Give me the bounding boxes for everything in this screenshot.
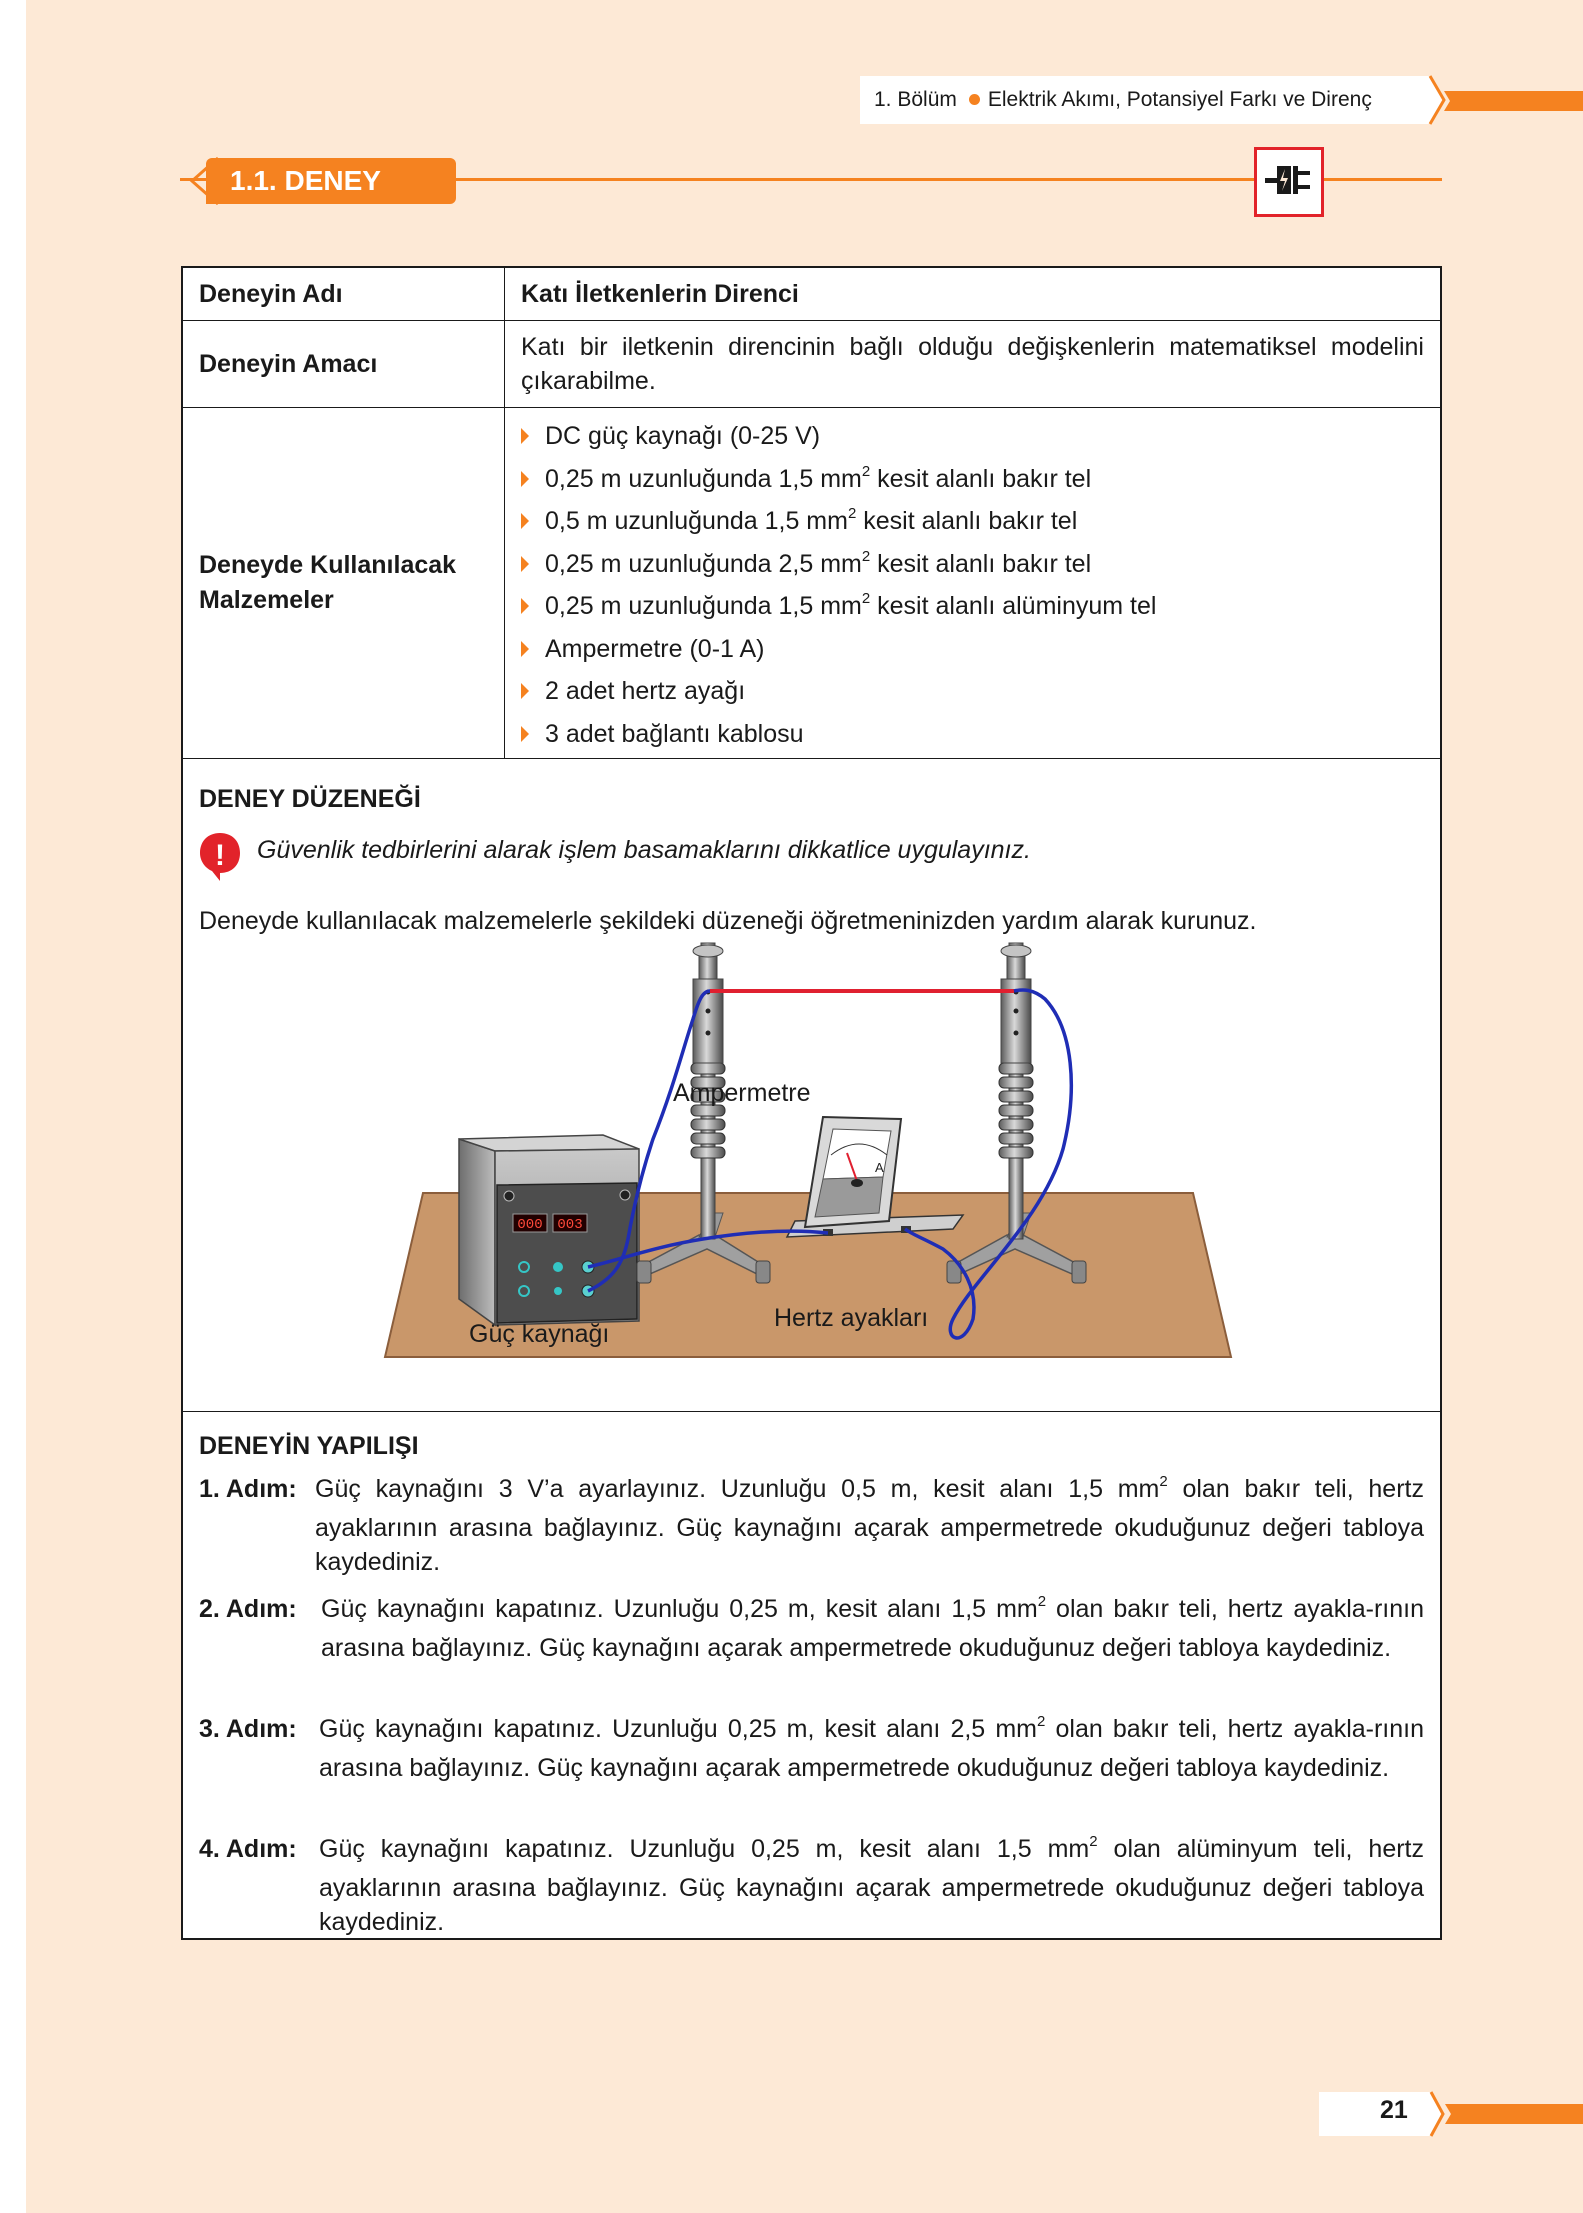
page-number: 21 — [1380, 2096, 1408, 2124]
material-item: 3 adet bağlantı kablosu — [521, 715, 1424, 758]
bullet-icon — [521, 470, 529, 487]
procedure-step: 2. Adım: Güç kaynağını kapatınız. Uzunluğ… — [199, 1592, 1424, 1665]
material-item: Ampermetre (0-1 A) — [521, 630, 1424, 673]
warning-icon: ! — [200, 833, 240, 881]
experiment-icon-box — [1254, 147, 1324, 217]
experiment-badge: 1.1. DENEY — [206, 158, 456, 204]
materials-label-line2: Malzemeler — [199, 586, 334, 614]
chapter-header: 1. Bölüm Elektrik Akımı, Potansiyel Farkı… — [874, 88, 1372, 112]
display-left: 000 — [517, 1217, 542, 1233]
material-item: 2 adet hertz ayağı — [521, 672, 1424, 715]
power-supply: 000 003 — [458, 1134, 640, 1327]
hertz-stand-right — [946, 942, 1087, 1284]
bullet-icon — [521, 428, 529, 444]
material-text: 3 adet bağlantı kablosu — [545, 719, 804, 748]
step-label: 4. Adım: — [199, 1835, 297, 1863]
setup-diagram: 000 003 — [383, 942, 1233, 1358]
chapter-label: 1. Bölüm — [874, 88, 957, 111]
ammeter: A — [785, 1115, 965, 1238]
materials-label-line1: Deneyde Kullanılacak — [199, 551, 457, 579]
title-rule — [180, 178, 1442, 181]
header-dot-icon — [968, 93, 980, 105]
materials-list: DC güç kaynağı (0-25 V) 0,25 m uzunluğund… — [521, 417, 1424, 757]
stands-label: Hertz ayakları — [774, 1304, 928, 1332]
procedure-section: DENEYİN YAPILIŞI 1. Adım: Güç kaynağını 3… — [183, 1412, 1440, 1938]
material-text: 0,25 m uzunluğunda 1,5 mm2 kesit alanlı … — [545, 462, 1092, 493]
step-label: 3. Adım: — [199, 1715, 297, 1743]
procedure-step: 4. Adım: Güç kaynağını kapatınız. Uzunluğ… — [199, 1832, 1424, 1940]
material-text: Ampermetre (0-1 A) — [545, 634, 765, 663]
materials-list-cell: DC güç kaynağı (0-25 V) 0,25 m uzunluğund… — [505, 408, 1440, 758]
step-text: Güç kaynağını 3 V’a ayarlayınız. Uzunluğ… — [315, 1473, 1424, 1576]
chapter-topic: Elektrik Akımı, Potansiyel Farkı ve Dire… — [987, 88, 1372, 111]
connection-wires — [587, 988, 1074, 1340]
name-label: Deneyin Adı — [183, 268, 505, 320]
bullet-icon — [521, 683, 529, 699]
step-text: Güç kaynağını kapatınız. Uzunluğu 0,25 m… — [319, 1833, 1424, 1936]
ammeter-label: Ampermetre — [673, 1079, 811, 1107]
bullet-icon — [521, 513, 529, 529]
name-value: Katı İletkenlerin Direnci — [521, 279, 799, 308]
procedure-title: DENEYİN YAPILIŞI — [199, 1432, 419, 1460]
bullet-icon — [521, 555, 529, 572]
material-item: 0,25 m uzunluğunda 2,5 mm2 kesit alanlı … — [521, 545, 1424, 588]
procedure-step: 3. Adım: Güç kaynağını kapatınız. Uzunluğ… — [199, 1712, 1424, 1785]
material-text: 0,25 m uzunluğunda 2,5 mm2 kesit alanlı … — [545, 547, 1092, 578]
procedure-step: 1. Adım: Güç kaynağını 3 V’a ayarlayınız.… — [199, 1472, 1424, 1580]
row-name: Deneyin Adı Katı İletkenlerin Direnci — [183, 268, 1440, 321]
header-tab-shape — [860, 75, 1583, 125]
page-number-tab-shape — [1319, 2091, 1583, 2137]
setup-section: DENEY DÜZENEĞİ ! Güvenlik tedbirlerini a… — [183, 759, 1440, 1412]
display-right: 003 — [557, 1217, 582, 1233]
material-text: DC güç kaynağı (0-25 V) — [545, 422, 821, 450]
experiment-table: Deneyin Adı Katı İletkenlerin Direnci De… — [181, 266, 1442, 1940]
bullet-icon — [521, 640, 529, 657]
row-aim: Deneyin Amacı Katı bir iletkenin direnci… — [183, 321, 1440, 408]
step-label: 1. Adım: — [199, 1475, 297, 1503]
warning-text: Güvenlik tedbirlerini alarak işlem basam… — [257, 836, 1031, 864]
aim-label: Deneyin Amacı — [183, 321, 505, 407]
material-item: 0,25 m uzunluğunda 1,5 mm2 kesit alanlı … — [521, 587, 1424, 630]
ammeter-letter: A — [875, 1160, 884, 1175]
material-text: 2 adet hertz ayağı — [545, 677, 746, 705]
step-label: 2. Adım: — [199, 1595, 297, 1623]
material-item: 0,25 m uzunluğunda 1,5 mm2 kesit alanlı … — [521, 460, 1424, 503]
setup-instruction: Deneyde kullanılacak malzemelerle şekild… — [199, 907, 1257, 935]
warning-mark: ! — [215, 839, 225, 872]
material-text: 0,25 m uzunluğunda 1,5 mm2 kesit alanlı … — [545, 590, 1157, 620]
setup-title: DENEY DÜZENEĞİ — [199, 785, 421, 813]
aim-value: Katı bir iletkenin direncinin bağlı oldu… — [521, 333, 1424, 395]
material-item: 0,5 m uzunluğunda 1,5 mm2 kesit alanlı b… — [521, 502, 1424, 545]
step-text: Güç kaynağını kapatınız. Uzunluğu 0,25 m… — [319, 1713, 1425, 1782]
bullet-icon — [521, 725, 529, 742]
plug-icon — [1265, 166, 1310, 194]
power-supply-label: Güç kaynağı — [469, 1320, 609, 1348]
bullet-icon — [521, 598, 529, 614]
material-item: DC güç kaynağı (0-25 V) — [521, 417, 1424, 460]
step-text: Güç kaynağını kapatınız. Uzunluğu 0,25 m… — [321, 1593, 1424, 1662]
material-text: 0,5 m uzunluğunda 1,5 mm2 kesit alanlı b… — [545, 505, 1078, 535]
